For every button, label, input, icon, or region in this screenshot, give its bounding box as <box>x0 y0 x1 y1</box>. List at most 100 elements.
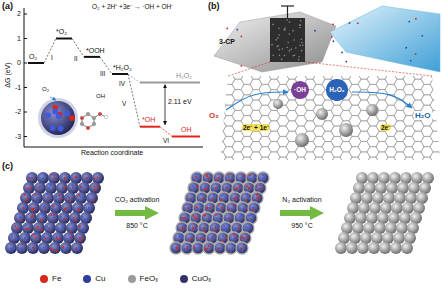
atom-dot <box>93 177 95 179</box>
atom-dot <box>229 251 231 253</box>
atom-dot <box>75 219 77 221</box>
atom-dot <box>252 206 254 208</box>
atom-dot <box>224 228 226 230</box>
atom-dot <box>235 237 237 239</box>
atom-dot <box>206 175 208 177</box>
atom-dot <box>20 247 22 249</box>
atom-dot <box>50 214 52 216</box>
atom-dot <box>206 207 208 209</box>
atom-dot <box>215 226 217 228</box>
zoom-line <box>228 62 270 76</box>
atom-dot <box>26 235 28 237</box>
particle <box>170 242 182 254</box>
atom-dot <box>200 204 202 206</box>
axis-title: Reaction coordinate <box>81 149 143 157</box>
atom-dot <box>240 247 242 249</box>
reaction-equation: O₂ + 2H⁺ +3e⁻ → ·OH + OH⁻ <box>92 3 173 10</box>
atom-dot <box>192 215 194 217</box>
inset-particle <box>38 97 108 138</box>
legend-item: Cu <box>83 274 105 283</box>
atom-dot <box>81 216 83 218</box>
scatter-dot <box>410 60 412 62</box>
atom-dot <box>44 174 46 176</box>
atom-dot <box>65 186 67 188</box>
atom-dot <box>223 225 225 227</box>
atom-dot <box>44 207 46 209</box>
atom-dot <box>246 199 248 201</box>
scatter-dot <box>408 21 410 23</box>
block-texture <box>286 19 288 21</box>
atom-dot <box>43 236 45 238</box>
atom-dot <box>238 227 240 229</box>
atom-dot <box>72 217 74 219</box>
atom-dot <box>173 249 175 251</box>
axis-tick-mark <box>24 63 27 64</box>
axis-tick: -3 <box>15 133 21 141</box>
atom-dot <box>40 249 42 251</box>
atom-dot <box>32 247 34 249</box>
atom-dot <box>46 226 48 228</box>
atom-dot <box>216 179 218 181</box>
legend: FeCuFeOₓCuOₓ <box>40 274 211 283</box>
atom-dot <box>204 200 206 202</box>
atom-dot <box>248 187 250 189</box>
atom-dot <box>86 177 88 179</box>
atom-dot <box>256 185 258 187</box>
legend-item: Fe <box>40 274 61 283</box>
inset-arrow <box>50 97 56 100</box>
molecule-atom <box>92 116 96 120</box>
node-text: ·OH <box>294 86 306 93</box>
x-axis <box>24 147 203 148</box>
electron-label: 2e⁻ + 1e⁻ <box>242 124 270 131</box>
axis-tick-mark <box>24 38 27 39</box>
atom-dot <box>93 185 95 187</box>
axis-tick: -1 <box>15 84 21 92</box>
energy-level <box>56 38 72 40</box>
legend-swatch <box>128 275 136 283</box>
scatter-dot <box>341 52 343 54</box>
block-texture <box>278 49 280 51</box>
atom-dot <box>16 227 18 229</box>
atom-dot <box>218 204 220 206</box>
atom-dot <box>25 206 27 208</box>
atom-dot <box>72 228 74 230</box>
atom-dot <box>19 216 21 218</box>
step-numeral: VI <box>163 137 169 144</box>
atom-dot <box>204 214 206 216</box>
atom-dot <box>200 237 202 239</box>
atom-dot <box>24 239 26 241</box>
atom-dot <box>246 194 248 196</box>
atom-dot <box>83 230 85 232</box>
panel-label: (c) <box>2 161 13 171</box>
energy-level <box>140 126 160 128</box>
species-label: H₂O <box>414 111 432 120</box>
atom-dot <box>199 228 201 230</box>
atom-dot <box>33 245 35 247</box>
atom-dot <box>27 188 29 190</box>
atom-dot <box>225 236 227 238</box>
atom-dot <box>50 248 52 250</box>
axis-tick: 0 <box>17 59 21 67</box>
atom-dot <box>41 229 43 231</box>
step-numeral: I <box>51 54 53 61</box>
atom-dot <box>63 218 65 220</box>
energy-diagram <box>24 8 203 147</box>
atom-dot <box>236 187 238 189</box>
electrode-label: 3-CP <box>219 38 235 46</box>
atom-dot <box>220 248 222 250</box>
atom-dot <box>218 177 220 179</box>
atom-dot <box>205 248 207 250</box>
atom-dot <box>252 220 254 222</box>
block-texture <box>289 33 291 35</box>
atom-dot <box>52 249 54 251</box>
atom-dot <box>92 200 94 202</box>
block-texture <box>292 30 294 32</box>
atom-dot <box>48 187 50 189</box>
atom-dot <box>15 229 17 231</box>
atom-dot <box>246 185 248 187</box>
block-texture <box>293 39 295 41</box>
particle <box>16 242 28 254</box>
block-texture <box>286 47 288 49</box>
scatter-dot <box>236 29 238 31</box>
energy-level <box>140 82 200 84</box>
